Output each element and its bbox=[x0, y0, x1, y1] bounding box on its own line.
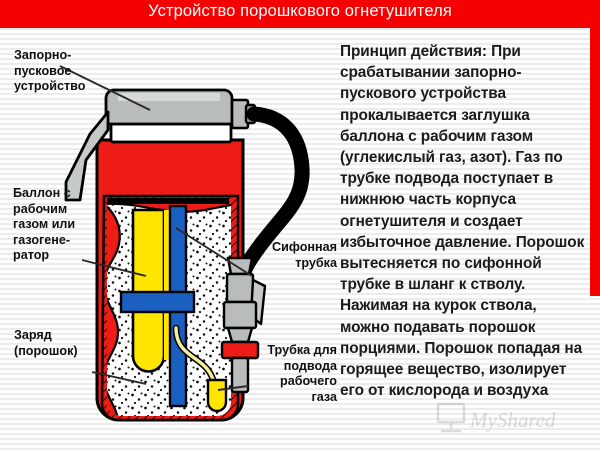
label-valve-assembly: Запорно- пусковое устройство bbox=[14, 48, 86, 94]
leader-charge bbox=[91, 371, 147, 385]
page-title: Устройство порошкового огнетушителя bbox=[148, 2, 452, 20]
gas-supply-tube-yellow bbox=[172, 324, 228, 413]
label-gas-cylinder: Баллон с рабочим газом или газогене- рат… bbox=[13, 186, 76, 263]
leader-valve bbox=[59, 65, 151, 111]
leader-siphon bbox=[175, 227, 253, 277]
gas-cylinder-yellow bbox=[131, 208, 170, 373]
principle-of-operation-text: Принцип действия: При срабатывании запор… bbox=[340, 43, 585, 400]
discharge-nozzle-gun bbox=[220, 256, 267, 394]
label-siphon-tube: Сифонная трубка bbox=[272, 240, 337, 270]
leader-lines bbox=[59, 65, 253, 391]
cylinder-strap-blue bbox=[119, 290, 196, 314]
title-banner: Устройство порошкового огнетушителя bbox=[0, 0, 600, 28]
leader-gastube bbox=[217, 385, 249, 391]
label-powder-charge: Заряд (порошок) bbox=[14, 328, 78, 358]
svg-text:MyShared: MyShared bbox=[469, 408, 556, 432]
watermark-myshared: MyShared bbox=[436, 402, 556, 433]
extinguisher-diagram bbox=[59, 65, 310, 422]
accent-stripe-right bbox=[590, 28, 600, 296]
leader-cylinder bbox=[81, 259, 147, 277]
label-gas-supply-tube: Трубка для подвода рабочего газа bbox=[267, 343, 337, 404]
